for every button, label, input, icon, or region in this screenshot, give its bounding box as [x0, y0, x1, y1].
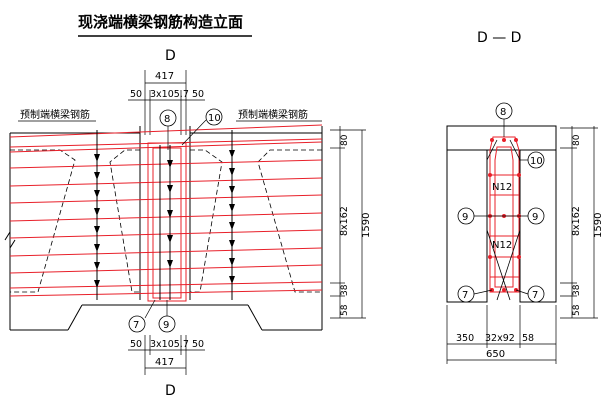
section-mark-top: D [165, 48, 176, 64]
section-dim-right-mid: 8x162 [571, 206, 582, 236]
top-dimensions [128, 70, 205, 135]
section-tag-leaders [473, 119, 529, 295]
dim-right-total: 1590 [361, 213, 372, 238]
section-tag-9-right: 9 [532, 212, 538, 223]
label-n12-top: N12 [492, 182, 512, 193]
label-prefab-left: 预制端横梁钢筋 [20, 108, 90, 121]
tag-10: 10 [208, 113, 221, 124]
dim-bottom-right: 50 [192, 339, 204, 350]
dim-right-bottom: 58 [340, 304, 350, 316]
dim-top-right: 50 [192, 89, 204, 100]
label-prefab-right: 预制端横梁钢筋 [238, 108, 308, 121]
section-tag-8: 8 [500, 107, 506, 118]
section-dim-right-top: 80 [572, 134, 582, 146]
section-right-dimensions [560, 126, 598, 319]
dim-top-left: 50 [130, 89, 142, 100]
section-tag-10: 10 [530, 156, 543, 167]
section-tag-7-left: 7 [462, 290, 468, 301]
dim-right-top: 80 [340, 134, 350, 146]
section-diagonals [486, 139, 521, 301]
section-mark-bottom: D [165, 383, 176, 399]
section-view: D — D N12 [446, 30, 604, 364]
vertical-stirrups [96, 130, 233, 300]
section-dim-right-total: 1590 [593, 213, 604, 238]
section-title: D — D [477, 30, 521, 46]
dim-right-low: 38 [340, 284, 350, 296]
section-dim-bottom-total: 650 [486, 349, 505, 360]
section-tag-9-left: 9 [462, 212, 468, 223]
left-view-title: 现浇端横梁钢筋构造立面 [78, 13, 243, 31]
label-n12-bottom: N12 [492, 240, 512, 251]
left-rebar-lines [9, 124, 323, 302]
section-tags [457, 102, 545, 303]
section-tag-7-right: 7 [532, 290, 538, 301]
dim-bottom-left: 50 [130, 339, 142, 350]
dim-top-mid: 3x105.7 [150, 89, 189, 100]
tag-8: 8 [164, 114, 170, 125]
bottom-dimensions [128, 335, 205, 375]
web-dashed-outline [10, 149, 322, 293]
dim-top-total: 417 [155, 71, 174, 82]
dim-bottom-total: 417 [155, 357, 174, 368]
section-rebar-dots [488, 138, 521, 292]
section-dim-right-bottom: 58 [572, 304, 582, 316]
beam-outline [4, 126, 323, 331]
left-elevation-view: 现浇端横梁钢筋构造立面 D D 417 50 3x105.7 50 预制端横梁钢… [4, 13, 372, 399]
section-outline [446, 125, 557, 303]
left-tags [128, 108, 223, 333]
section-bottom-dimensions [446, 305, 557, 364]
tag-9: 9 [163, 320, 169, 331]
section-dim-bottom-right: 58 [522, 333, 534, 344]
tag-7: 7 [133, 320, 139, 331]
stirrup-markers [94, 150, 235, 288]
left-right-dimensions [330, 126, 366, 319]
dim-bottom-mid: 3x105.7 [150, 339, 189, 350]
dim-right-mid: 8x162 [339, 206, 350, 236]
section-dim-bottom-mid: 32x92 [485, 333, 515, 344]
section-dim-bottom-left: 350 [456, 333, 474, 344]
section-dim-right-low: 38 [572, 284, 582, 296]
